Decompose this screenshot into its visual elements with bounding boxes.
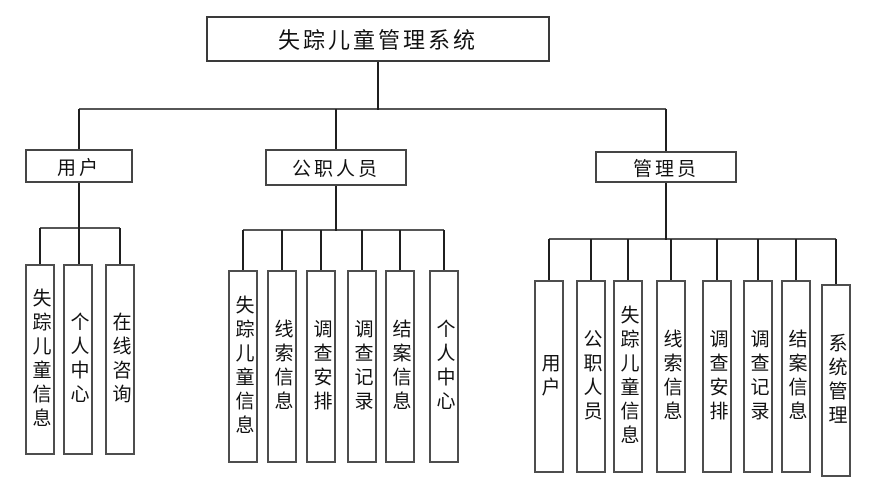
node-admin-investigation-plan: 调查安排 [702,280,732,473]
node-staff-missing-child-info: 失踪儿童信息 [228,270,258,463]
node-staff-case-closure-info: 结案信息 [385,270,415,463]
node-label: 失踪儿童信息 [232,294,254,439]
node-label: 调查记录 [351,318,373,415]
node-label: 调查安排 [706,328,728,425]
node-label: 结案信息 [785,328,807,425]
node-label: 公职人员 [580,328,602,425]
node-label: 调查记录 [747,328,769,425]
node-label: 用户 [538,352,560,401]
node-label: 线索信息 [660,328,682,425]
node-staff-investigation-record: 调查记录 [347,270,377,463]
node-admin-system-management: 系统管理 [821,284,851,477]
node-admin-users: 用户 [534,280,564,473]
node-label: 线索信息 [271,318,293,415]
node-label: 在线咨询 [109,311,131,408]
node-user-personal-center: 个人中心 [63,264,93,455]
node-user-missing-child-info: 失踪儿童信息 [25,264,55,455]
node-branch-admin: 管理员 [595,151,737,183]
node-branch-staff: 公职人员 [265,149,407,186]
node-root: 失踪儿童管理系统 [206,16,550,62]
node-user-online-consult: 在线咨询 [105,264,135,455]
node-admin-investigation-record: 调查记录 [743,280,773,473]
node-staff-investigation-plan: 调查安排 [306,270,336,463]
node-admin-case-closure-info: 结案信息 [781,280,811,473]
node-staff-personal-center: 个人中心 [429,270,459,463]
node-label: 失踪儿童信息 [617,304,639,449]
node-label: 个人中心 [67,311,89,408]
node-label: 个人中心 [433,318,455,415]
node-staff-clue-info: 线索信息 [267,270,297,463]
node-label: 系统管理 [825,332,847,429]
node-label: 失踪儿童信息 [29,287,51,432]
node-admin-clue-info: 线索信息 [656,280,686,473]
node-branch-user: 用户 [25,149,133,183]
node-label: 调查安排 [310,318,332,415]
node-admin-staff: 公职人员 [576,280,606,473]
node-admin-missing-child-info: 失踪儿童信息 [613,280,643,473]
node-label: 结案信息 [389,318,411,415]
